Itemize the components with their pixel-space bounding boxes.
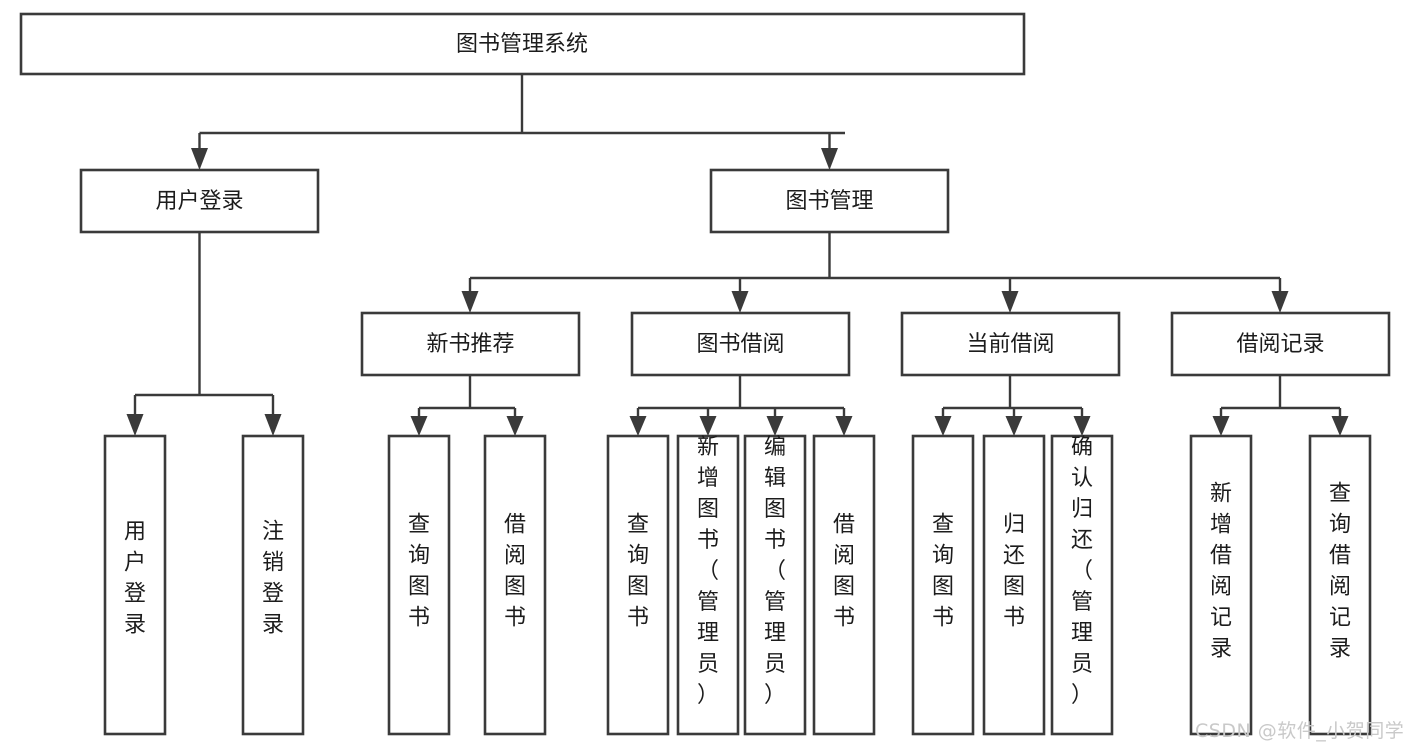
leaf-edit-book-admin[interactable]: 编辑图书（管理员） bbox=[743, 434, 807, 736]
connector-current-borrow-to-leaves bbox=[941, 375, 1084, 418]
borrow-record-box-rect[interactable] bbox=[1170, 311, 1391, 377]
leaf-return-book[interactable]: 归还图书 bbox=[982, 434, 1046, 736]
connector-root-to-level1 bbox=[198, 74, 845, 150]
leaf-query-book-borrow-rect[interactable] bbox=[606, 434, 670, 736]
current-borrow-box-label: 当前借阅 bbox=[966, 332, 1054, 357]
arrowhead-to-borrow-record bbox=[1271, 291, 1289, 313]
arrowhead-to-leaf-logout-login bbox=[264, 414, 282, 436]
arrowhead-to-new-book-recommend bbox=[461, 291, 479, 313]
arrowhead-to-book-borrow bbox=[731, 291, 749, 313]
new-book-recommend-box-rect[interactable] bbox=[360, 311, 581, 377]
arrowhead-to-book-management bbox=[821, 148, 838, 170]
leaf-query-book-recommend[interactable]: 查询图书 bbox=[387, 434, 451, 736]
leaf-confirm-return-admin-label: 确认归还（管理员） bbox=[1071, 435, 1093, 708]
user-login-box-rect[interactable] bbox=[79, 168, 320, 234]
leaf-query-book-recommend-label: 查询图书 bbox=[408, 513, 430, 631]
leaf-query-book-borrow[interactable]: 查询图书 bbox=[606, 434, 670, 736]
node-layer: 图书管理系统 用户登录 图书管理 新书推荐 图书借阅 bbox=[19, 12, 1391, 736]
leaf-logout-login-rect[interactable] bbox=[241, 434, 305, 736]
node-new-book-recommend[interactable]: 新书推荐 bbox=[360, 311, 581, 377]
leaf-add-borrow-record[interactable]: 新增借阅记录 bbox=[1189, 434, 1253, 736]
node-root-book-management-system[interactable]: 图书管理系统 bbox=[19, 12, 1026, 76]
connector-borrow-record-to-leaves bbox=[1219, 375, 1342, 418]
node-current-borrow[interactable]: 当前借阅 bbox=[900, 311, 1121, 377]
book-management-box-label: 图书管理 bbox=[785, 189, 873, 214]
leaf-user-login[interactable]: 用户登录 bbox=[103, 434, 167, 736]
root-box-rect[interactable] bbox=[19, 12, 1026, 76]
node-user-login[interactable]: 用户登录 bbox=[79, 168, 320, 234]
leaf-query-borrow-record[interactable]: 查询借阅记录 bbox=[1308, 434, 1372, 736]
leaf-borrow-book-recommend[interactable]: 借阅图书 bbox=[483, 434, 547, 736]
user-login-box-label: 用户登录 bbox=[155, 189, 243, 214]
connector-book-management-to-level2 bbox=[468, 232, 1282, 293]
leaf-add-book-admin[interactable]: 新增图书（管理员） bbox=[676, 434, 740, 736]
arrowhead-to-leaf-user-login bbox=[126, 414, 144, 436]
arrowhead-to-leaf-query-book-borrow bbox=[629, 416, 647, 436]
leaf-confirm-return-admin-rect[interactable] bbox=[1050, 434, 1114, 736]
leaf-user-login-label: 用户登录 bbox=[124, 520, 146, 638]
leaf-logout-login-label: 注销登录 bbox=[262, 520, 284, 638]
leaf-confirm-return-admin[interactable]: 确认归还（管理员） bbox=[1050, 434, 1114, 736]
leaf-borrow-book-recommend-label: 借阅图书 bbox=[504, 513, 526, 631]
leaf-return-book-label: 归还图书 bbox=[1003, 513, 1025, 631]
leaf-borrow-book-borrow-rect[interactable] bbox=[812, 434, 876, 736]
arrowhead-to-leaf-query-borrow-record bbox=[1331, 416, 1349, 436]
leaf-borrow-book-recommend-rect[interactable] bbox=[483, 434, 547, 736]
leaf-query-book-current-label: 查询图书 bbox=[932, 513, 954, 631]
leaf-query-book-recommend-rect[interactable] bbox=[387, 434, 451, 736]
connector-book-borrow-to-leaves bbox=[636, 375, 846, 418]
leaf-add-borrow-record-rect[interactable] bbox=[1189, 434, 1253, 736]
root-box-label: 图书管理系统 bbox=[456, 32, 588, 57]
leaf-query-book-borrow-label: 查询图书 bbox=[627, 513, 649, 631]
leaf-query-book-current[interactable]: 查询图书 bbox=[911, 434, 975, 736]
leaf-edit-book-admin-label: 编辑图书（管理员） bbox=[764, 435, 786, 708]
arrowhead-to-leaf-borrow-book-borrow bbox=[835, 416, 853, 436]
arrowhead-to-leaf-add-borrow-record bbox=[1212, 416, 1230, 436]
leaf-query-borrow-record-rect[interactable] bbox=[1308, 434, 1372, 736]
arrowhead-to-leaf-add-book-admin bbox=[699, 416, 717, 436]
book-borrow-box-rect[interactable] bbox=[630, 311, 851, 377]
connector-new-book-recommend-to-leaves bbox=[417, 375, 517, 418]
arrowhead-to-leaf-confirm-return-admin bbox=[1073, 416, 1091, 436]
arrowhead-to-user-login bbox=[191, 148, 208, 170]
arrowhead-to-leaf-return-book bbox=[1005, 416, 1023, 436]
arrowhead-to-leaf-query-book-current bbox=[934, 416, 952, 436]
arrowhead-to-leaf-query-book-recommend bbox=[410, 416, 428, 436]
leaf-add-book-admin-label: 新增图书（管理员） bbox=[697, 435, 719, 708]
book-borrow-box-label: 图书借阅 bbox=[696, 332, 784, 357]
leaf-user-login-rect[interactable] bbox=[103, 434, 167, 736]
arrowhead-to-leaf-edit-book-admin bbox=[766, 416, 784, 436]
arrowhead-to-leaf-borrow-book-recommend bbox=[506, 416, 524, 436]
arrowhead-to-current-borrow bbox=[1001, 291, 1019, 313]
node-book-management[interactable]: 图书管理 bbox=[709, 168, 950, 234]
leaf-edit-book-admin-rect[interactable] bbox=[743, 434, 807, 736]
leaf-add-book-admin-rect[interactable] bbox=[676, 434, 740, 736]
leaf-query-book-current-rect[interactable] bbox=[911, 434, 975, 736]
book-management-box-rect[interactable] bbox=[709, 168, 950, 234]
current-borrow-box-rect[interactable] bbox=[900, 311, 1121, 377]
connector-layer bbox=[133, 74, 1342, 418]
node-borrow-record[interactable]: 借阅记录 bbox=[1170, 311, 1391, 377]
leaf-borrow-book-borrow-label: 借阅图书 bbox=[833, 513, 855, 631]
borrow-record-box-label: 借阅记录 bbox=[1236, 332, 1324, 357]
leaf-borrow-book-borrow[interactable]: 借阅图书 bbox=[812, 434, 876, 736]
arrowhead-layer bbox=[126, 148, 1349, 436]
leaf-logout-login[interactable]: 注销登录 bbox=[241, 434, 305, 736]
new-book-recommend-box-label: 新书推荐 bbox=[426, 332, 514, 357]
leaf-query-borrow-record-label: 查询借阅记录 bbox=[1329, 482, 1351, 662]
leaf-return-book-rect[interactable] bbox=[982, 434, 1046, 736]
node-book-borrow[interactable]: 图书借阅 bbox=[630, 311, 851, 377]
connector-user-login-to-leaves bbox=[133, 232, 275, 416]
leaf-add-borrow-record-label: 新增借阅记录 bbox=[1210, 482, 1232, 662]
